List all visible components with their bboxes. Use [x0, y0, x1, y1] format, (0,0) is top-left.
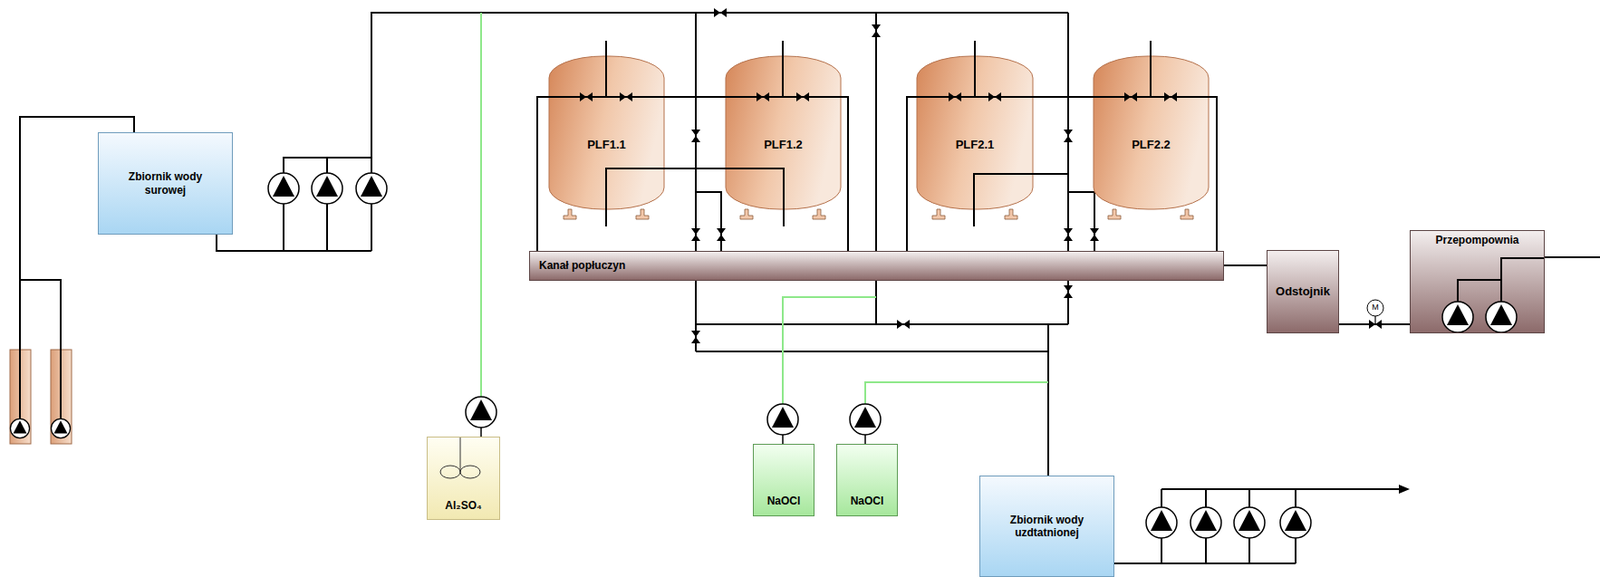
filter-tank: PLF1.2 [725, 56, 841, 210]
filter-tank: PLF2.1 [916, 56, 1033, 210]
chemical-tank: NaOCl [752, 443, 815, 517]
node-label: Zbiornik wody surowej [120, 170, 212, 197]
node-label: PLF1.1 [587, 137, 627, 153]
pipe-connector [1208, 96, 1217, 251]
node-label: NaOCl [767, 494, 801, 508]
raw-water-tank: Zbiornik wody surowej [97, 132, 233, 235]
backwash-channel: Kanał popłuczyn [529, 250, 1225, 281]
pipe-connector [537, 96, 550, 251]
treated-water-tank: Zbiornik wody uzdtatnionej [979, 475, 1115, 577]
node-label: Zbiornik wody uzdtatnionej [1000, 513, 1095, 540]
settling-tank: Odstojnik [1266, 250, 1340, 334]
motor-label: M [1369, 303, 1381, 312]
chemical-tank: Al₂SO₄ [426, 436, 501, 521]
filter-tank: PLF2.2 [1093, 56, 1209, 210]
node-label: PLF2.1 [955, 137, 995, 153]
filter-tank: PLF1.1 [549, 56, 665, 210]
pipe-connector [1339, 323, 1410, 326]
pumping-station: Przepompownia [1409, 230, 1545, 334]
node-label: Odstojnik [1275, 284, 1331, 299]
pipe-connector [840, 96, 849, 251]
node-label: PLF2.2 [1131, 137, 1171, 153]
pipe-connector [1224, 264, 1267, 267]
node-label: PLF1.2 [763, 137, 803, 153]
node-label: Przepompownia [1435, 233, 1519, 247]
node-label: NaOCl [850, 494, 885, 508]
chemical-tank: NaOCl [836, 443, 898, 517]
node-label: Kanał popłuczyn [539, 259, 626, 272]
node-label: Al₂SO₄ [444, 499, 482, 512]
pipe-connector [906, 96, 917, 251]
